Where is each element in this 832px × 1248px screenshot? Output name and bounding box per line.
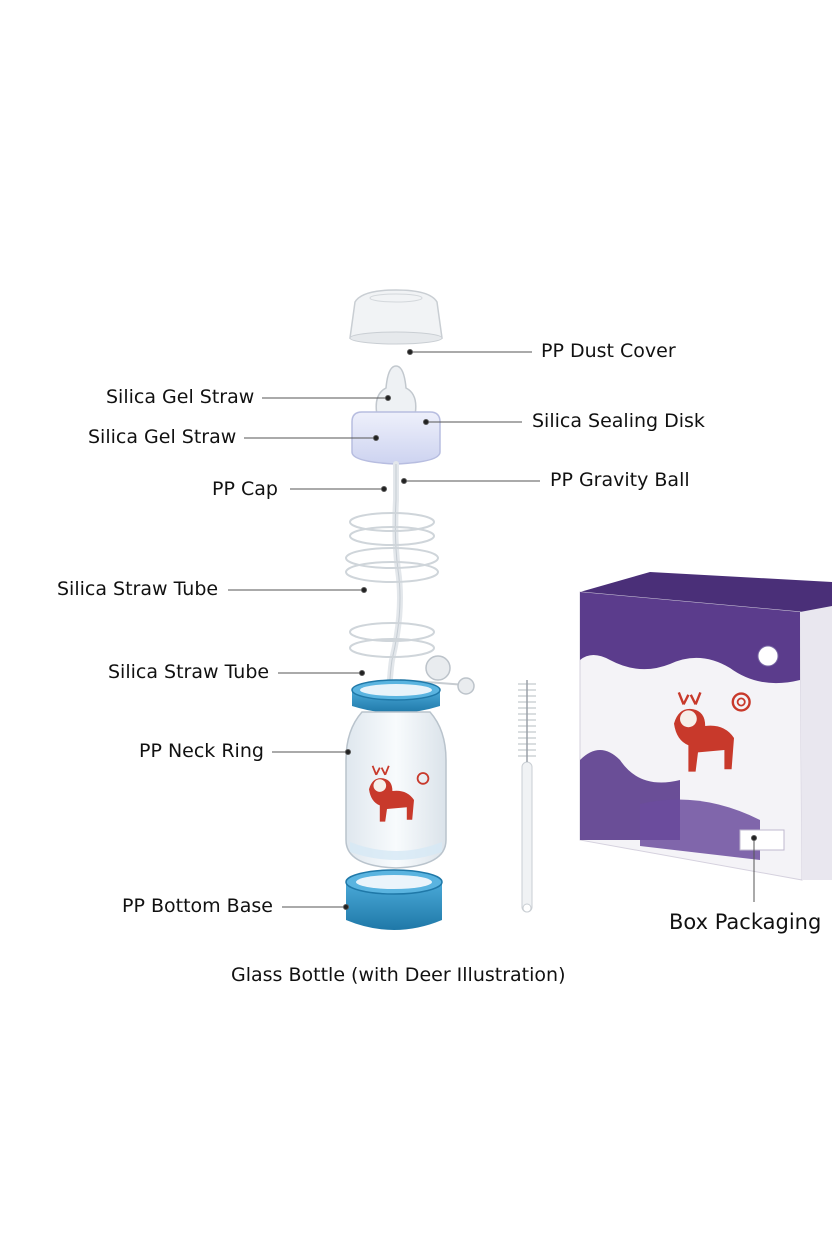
bottom-base-part	[345, 869, 443, 930]
dust-cover-part	[349, 289, 443, 345]
label-straw-tube-2: Silica Straw Tube	[108, 661, 270, 683]
label-sealing-disk: Silica Sealing Disk	[532, 410, 705, 432]
caption-glass-bottle: Glass Bottle (with Deer Illustration)	[231, 964, 566, 986]
deer-illustration-small	[369, 765, 430, 822]
label-dust-cover: PP Dust Cover	[541, 340, 676, 362]
label-straw-tube-1: Silica Straw Tube	[57, 578, 219, 600]
label-bottom-base: PP Bottom Base	[122, 895, 273, 917]
leader-lines	[228, 349, 757, 910]
label-cap: PP Cap	[212, 478, 278, 500]
label-gravity-ball: PP Gravity Ball	[550, 469, 690, 491]
clear-ring-3	[349, 622, 435, 658]
label-neck-ring: PP Neck Ring	[139, 740, 264, 762]
clear-ring-2	[345, 547, 439, 583]
neck-ring-part	[351, 679, 441, 713]
nipple-part	[375, 365, 417, 421]
label-box-packaging: Box Packaging	[669, 910, 822, 934]
glass-bottle-part	[345, 711, 447, 869]
label-gel-straw-2: Silica Gel Straw	[88, 426, 237, 448]
box-packaging-part	[579, 572, 832, 881]
label-gel-straw-1: Silica Gel Straw	[106, 386, 255, 408]
sealing-disk-part	[351, 411, 441, 465]
cleaning-brush	[518, 680, 536, 913]
clear-ring-1	[349, 512, 435, 546]
